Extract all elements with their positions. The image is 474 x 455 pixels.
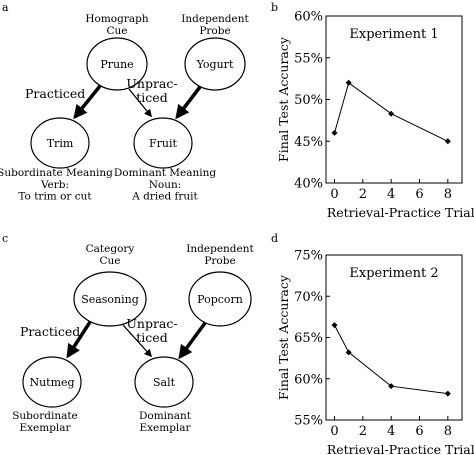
data-point — [444, 390, 451, 397]
y-tick-label: 40% — [294, 177, 323, 192]
probe-node-a — [184, 37, 246, 91]
data-point — [331, 129, 338, 136]
x-tick-label: 0 — [330, 424, 338, 439]
x-tick-label: 0 — [330, 187, 338, 202]
probe-arrow-a — [175, 85, 202, 120]
unpracticed-node-a — [133, 117, 193, 169]
probe-node-c — [188, 271, 252, 327]
x-tick-label: 4 — [387, 187, 395, 202]
practiced-arrow-a — [73, 84, 102, 120]
practiced-node-a — [30, 117, 90, 169]
unpracticed-node-c — [134, 356, 194, 408]
data-point — [345, 79, 352, 86]
series-line — [334, 324, 448, 395]
practiced-node-label-a: Trim — [47, 137, 74, 150]
data-point — [331, 322, 338, 329]
x-tick-label: 4 — [387, 424, 395, 439]
practiced-node-c — [22, 356, 82, 408]
chart-title: Experiment 1 — [349, 27, 438, 42]
x-tick-label: 2 — [359, 424, 367, 439]
practiced-node-label-c: Nutmeg — [29, 376, 74, 389]
y-axis-label: Final Test Accuracy — [276, 274, 291, 400]
chart-title: Experiment 2 — [349, 266, 438, 281]
y-tick-label: 65% — [294, 331, 323, 346]
y-tick-label: 60% — [294, 10, 323, 25]
y-tick-label: 60% — [294, 372, 323, 387]
data-point — [388, 110, 395, 117]
x-axis-label: Retrieval-Practice Trials — [327, 205, 474, 220]
data-point — [388, 383, 395, 390]
cue-node-a — [86, 37, 148, 91]
y-tick-label: 55% — [294, 414, 323, 429]
unpracticed-node-label-c: Salt — [153, 376, 176, 389]
data-point — [444, 138, 451, 145]
y-tick-label: 55% — [294, 51, 323, 66]
practiced-arrow-c — [66, 321, 92, 359]
x-tick-label: 8 — [444, 187, 452, 202]
cue-node-label-a: Prune — [100, 58, 133, 71]
y-axis-label: Final Test Accuracy — [276, 36, 291, 162]
series-line — [334, 81, 449, 142]
probe-arrow-c — [178, 321, 207, 360]
panel-letter-b: b — [271, 1, 278, 14]
cue-node-label-c: Seasoning — [81, 293, 139, 306]
y-tick-label: 50% — [294, 93, 323, 108]
x-tick-label: 2 — [359, 187, 367, 202]
practiced-label-a: Practiced — [25, 86, 85, 101]
unpracticed-label-a: Unprac-ticed — [126, 76, 177, 105]
practiced-label-c: Practiced — [20, 324, 80, 339]
unpracticed-label-c: Unprac-ticed — [126, 316, 177, 345]
cue-node-c — [73, 271, 147, 327]
x-tick-label: 6 — [415, 187, 423, 202]
x-axis-label: Retrieval-Practice Trials — [327, 442, 474, 455]
x-tick-label: 8 — [444, 424, 452, 439]
unpracticed-arrow-a — [128, 88, 152, 118]
y-tick-label: 75% — [294, 249, 323, 264]
y-tick-label: 70% — [294, 290, 323, 305]
data-point — [345, 349, 352, 356]
unpracticed-node-label-a: Fruit — [149, 137, 177, 150]
unpracticed-arrow-c — [122, 324, 153, 358]
y-tick-label: 45% — [294, 135, 323, 150]
probe-node-label-c: Popcorn — [197, 293, 243, 306]
panel-letter-c: c — [2, 232, 8, 245]
probe-node-label-a: Yogurt — [196, 58, 234, 71]
x-tick-label: 6 — [415, 424, 423, 439]
panel-letter-d: d — [271, 232, 278, 245]
panel-letter-a: a — [2, 1, 9, 14]
